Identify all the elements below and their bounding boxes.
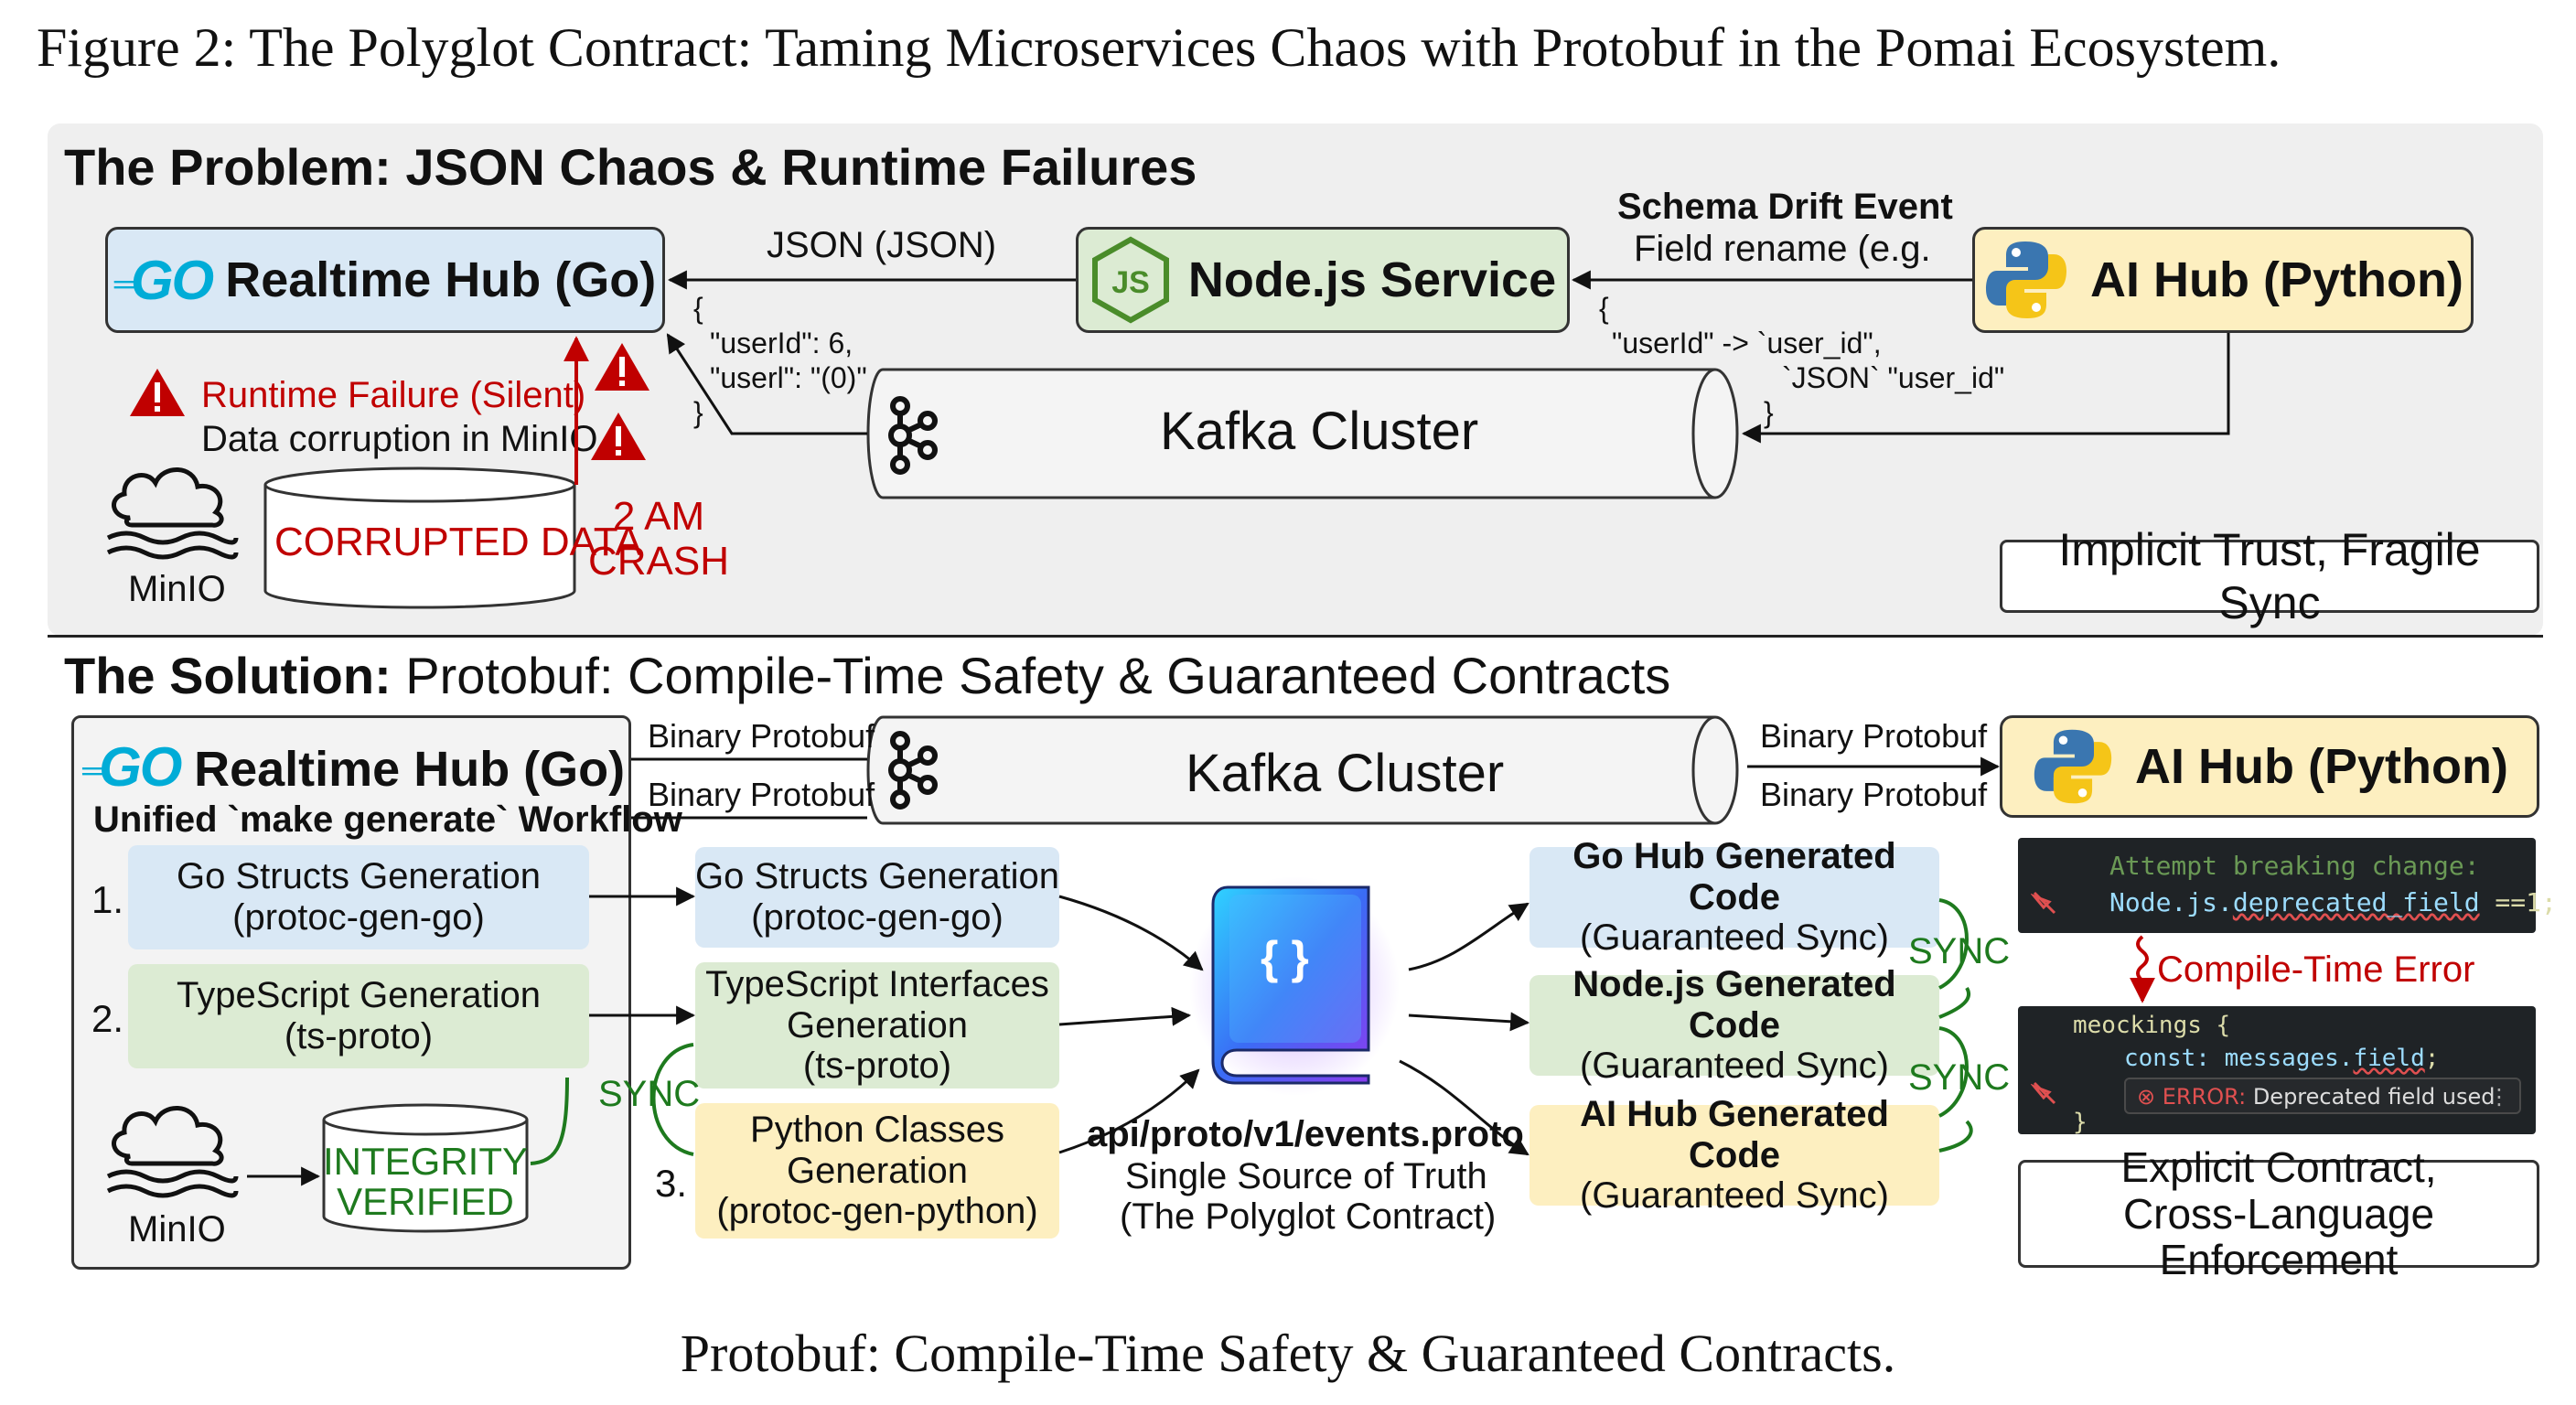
solution-kafka-label: Kafka Cluster (1186, 744, 1505, 803)
proto-sub2: (The Polyglot Contract) (1120, 1196, 1497, 1237)
figure-caption: Figure 2: The Polyglot Contract: Taming … (37, 17, 2281, 78)
python-logo-icon (1986, 241, 2067, 318)
solution-kafka-cylinder (866, 715, 1739, 825)
solution-title: The Solution: Protobuf: Compile-Time Saf… (64, 647, 1671, 704)
runtime-failure: Runtime Failure (Silent) (201, 375, 586, 415)
data-corruption: Data corruption in MinIO (201, 419, 598, 459)
corrupted-db-cylinder (263, 467, 576, 609)
solution-minio-label: MinIO (128, 1209, 226, 1249)
proto-book-icon (1189, 876, 1400, 1096)
code-editor-bottom: meockings { const: messages.field; ⊗ ERR… (2018, 1006, 2536, 1136)
proto-glyph: { } (1261, 932, 1309, 983)
go-logo-icon: ═GO (113, 249, 214, 311)
corrupted-data-label: CORRUPTED DATA (274, 520, 642, 564)
minio-cloud-icon (106, 467, 239, 560)
warning-icon (591, 413, 646, 460)
solution-footer-box: Explicit Contract, Cross-Language Enforc… (2018, 1144, 2539, 1283)
step-box-ts: TypeScript Generation (ts-proto) (128, 964, 589, 1068)
svg-text:JS: JS (1111, 265, 1150, 300)
step-num: 3. (655, 1162, 688, 1205)
kafka-logo-icon (888, 396, 938, 475)
ai-hub-label: AI Hub (Python) (2090, 252, 2463, 307)
out-box-go: Go Hub Generated Code (Guaranteed Sync) (1530, 836, 1939, 958)
binary-label: Binary Protobuf (1760, 776, 1988, 813)
problem-footer-box: Implicit Trust, Fragile Sync (2000, 524, 2539, 628)
warning-icon (595, 343, 649, 391)
sync-label: SYNC (598, 1074, 701, 1114)
nodejs-hexagon-icon: JS (1091, 236, 1169, 324)
problem-ai-hub: AI Hub (Python) (1972, 227, 2474, 333)
bottom-caption: Protobuf: Compile-Time Safety & Guarante… (680, 1324, 1896, 1383)
sync-label: SYNC (1908, 931, 2011, 971)
out-box-ai: AI Hub Generated Code (Guaranteed Sync) (1530, 1094, 1939, 1216)
proto-sub1: Single Source of Truth (1125, 1156, 1487, 1196)
problem-kafka-label: Kafka Cluster (1160, 402, 1479, 461)
payload-right: { "userId" -> `user_id", `JSON` "user_id… (1599, 292, 2005, 429)
error-tooltip: ⊗ ERROR: Deprecated field used ⋮ (2124, 1078, 2521, 1114)
breakpoint-icon (2031, 891, 2056, 915)
compile-error-label: Compile-Time Error (2157, 949, 2475, 990)
more-icon: ⋮ (2488, 1084, 2510, 1110)
integrity-label: INTEGRITY VERIFIED (322, 1140, 528, 1224)
arrow-gen-go-proto (1058, 895, 1204, 971)
workflow-label: Unified `make generate` Workflow (93, 799, 682, 840)
warning-icon (130, 369, 185, 416)
kafka-logo-icon (888, 731, 938, 810)
gen-box-python: Python Classes Generation (protoc-gen-py… (695, 1103, 1059, 1239)
proto-file: api/proto/v1/events.proto (1087, 1114, 1524, 1154)
solution-ai-hub: AI Hub (Python) (2000, 715, 2539, 818)
go-logo-icon: ═GO (82, 736, 182, 798)
binary-label: Binary Protobuf (1760, 717, 1988, 755)
solution-go-hub: ═GO Realtime Hub (Go) (82, 736, 626, 798)
arrow-gen-ts-proto (1058, 1006, 1192, 1026)
arrow-proto-out-go (1408, 902, 1530, 971)
binary-label: Binary Protobuf (648, 776, 875, 813)
sync-label: SYNC (1908, 1057, 2011, 1098)
error-circle-icon: ⊗ (2137, 1084, 2163, 1110)
problem-go-hub: ═GO Realtime Hub (Go) (105, 227, 665, 333)
out-box-node: Node.js Generated Code (Guaranteed Sync) (1530, 964, 1939, 1086)
binary-label: Binary Protobuf (648, 717, 875, 755)
breakpoint-icon (2031, 1081, 2056, 1105)
node-label: Node.js Service (1187, 252, 1557, 307)
minio-cloud-icon (106, 1106, 239, 1198)
step-num: 1. (91, 878, 124, 921)
step-box-go: Go Structs Generation (protoc-gen-go) (128, 845, 589, 949)
sync-bracket (1938, 1120, 1973, 1153)
node-service: JS Node.js Service (1076, 227, 1570, 333)
python-logo-icon (2034, 729, 2112, 804)
arrow-proto-out-node (1408, 1012, 1530, 1032)
compile-error-squiggle (2130, 935, 2155, 1003)
json-arrow-label: JSON (JSON) (767, 225, 997, 265)
drift-title: Schema Drift Event (1617, 187, 1953, 227)
problem-minio-label: MinIO (128, 569, 226, 609)
step-num: 2. (91, 997, 124, 1040)
crash-label: 2 AM CRASH (587, 494, 730, 585)
panel-divider (48, 635, 2543, 638)
gen-box-go: Go Structs Generation (protoc-gen-go) (695, 847, 1059, 948)
go-hub-label: Realtime Hub (Go) (225, 252, 657, 307)
integrity-db-cylinder (322, 1103, 529, 1233)
problem-kafka-cylinder (866, 368, 1739, 499)
code-editor-top: Attempt breaking change: Node.js.depreca… (2018, 838, 2557, 933)
drift-sub: Field rename (e.g. (1634, 229, 1931, 269)
gen-box-ts: TypeScript Interfaces Generation (ts-pro… (695, 962, 1059, 1089)
problem-title: The Problem: JSON Chaos & Runtime Failur… (64, 138, 1197, 196)
sync-bracket (1938, 986, 1971, 1019)
payload-left: { "userId": 6, "userl": "(0)" } (693, 292, 867, 429)
